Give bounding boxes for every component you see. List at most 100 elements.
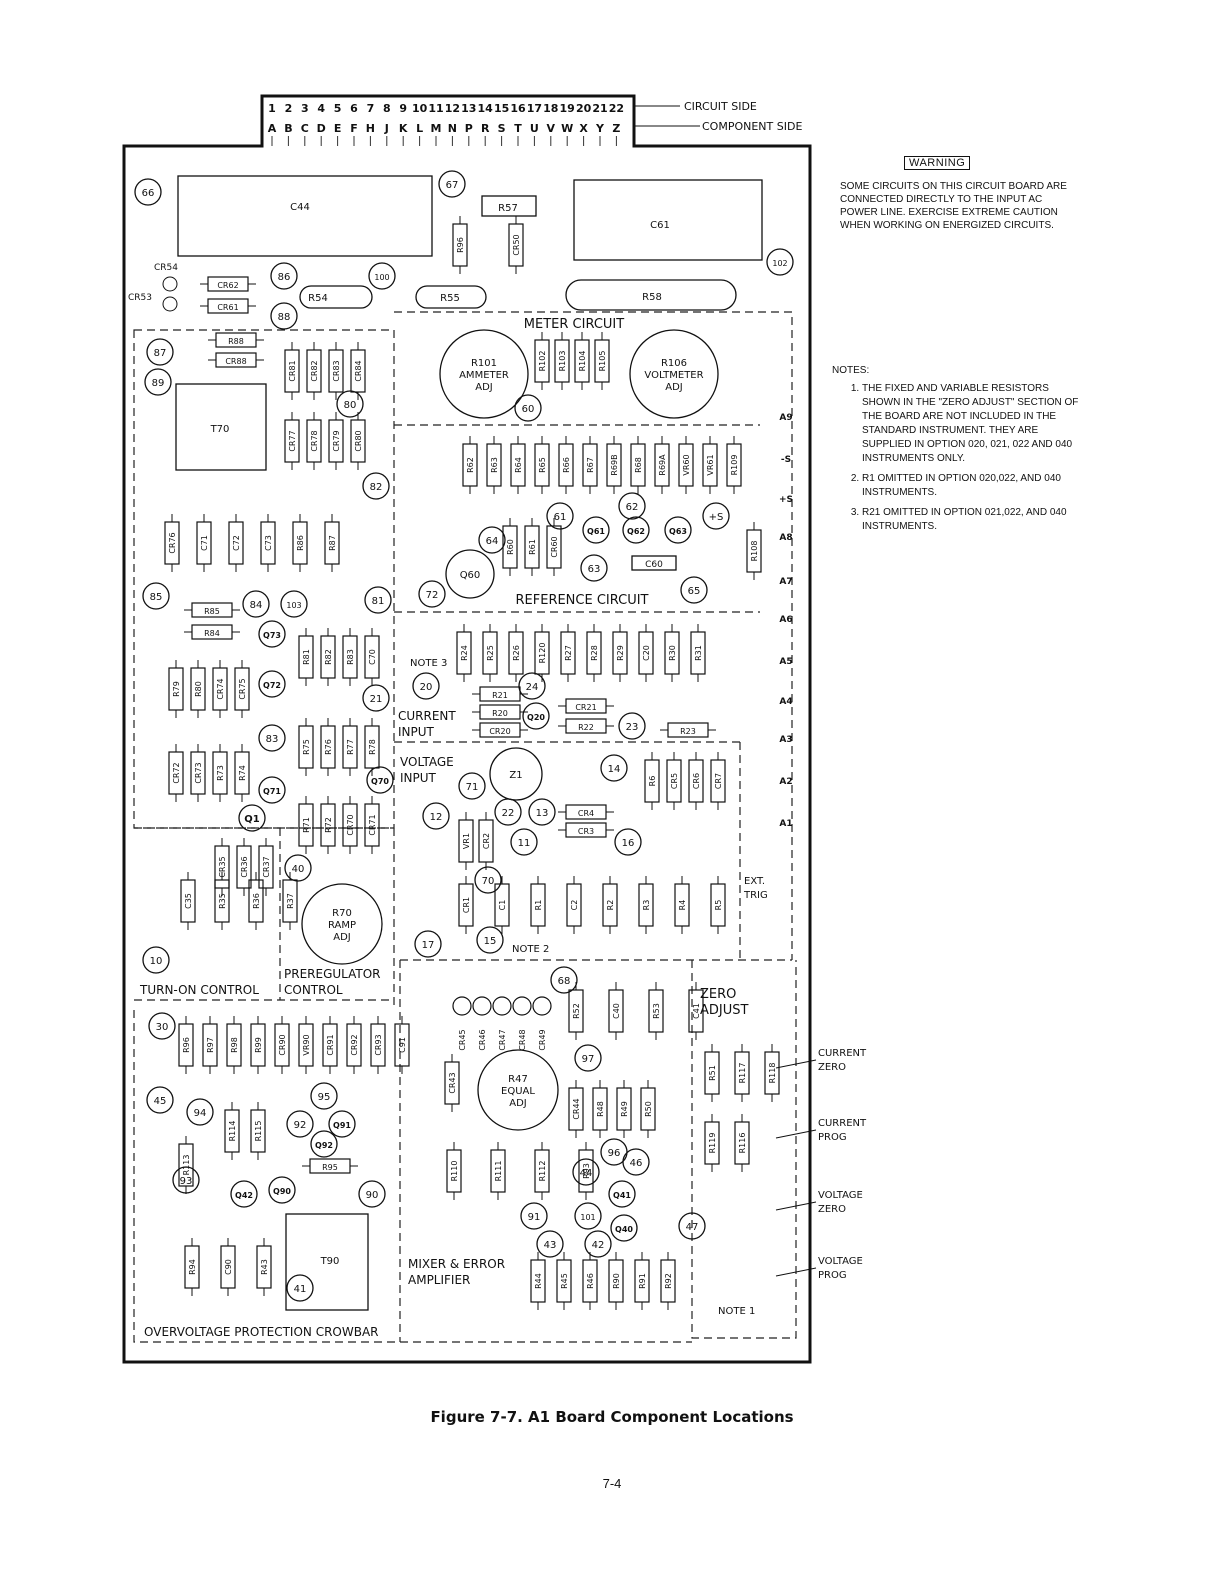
test-point (618, 712, 646, 740)
part-label: R51 (708, 1065, 717, 1081)
current-input-label: INPUT (398, 725, 435, 739)
note3-label: NOTE 3 (410, 658, 447, 669)
zero-adjust-label: ADJUST (700, 1003, 749, 1018)
note-item-2: R1 OMITTED IN OPTION 020,022, AND 040 IN… (862, 472, 1082, 500)
pot-label: Z1 (509, 770, 522, 781)
turn-on-label: TURN-ON CONTROL (139, 983, 259, 997)
pot-circle (439, 329, 529, 419)
test-point-label: Q73 (263, 631, 281, 640)
test-point-label: 13 (536, 808, 549, 819)
connector-pin-component: P (465, 122, 473, 135)
connector-pin-circuit: 21 (592, 102, 607, 115)
side-label: ZERO (818, 1204, 846, 1215)
crowbar-label: OVERVOLTAGE PROTECTION CROWBAR (144, 1325, 379, 1339)
connector-pin-circuit: 10 (412, 102, 428, 115)
cr54-body (162, 276, 178, 292)
part-label: R65 (538, 457, 547, 473)
test-point (510, 828, 538, 856)
part-label: R73 (216, 765, 225, 781)
test-point (580, 554, 608, 582)
diode-body (492, 996, 512, 1016)
edge-terminal-label: A1 (779, 819, 792, 829)
edge-terminal-label: A2 (779, 777, 792, 787)
test-point (270, 302, 298, 330)
part-label: R76 (324, 739, 333, 755)
part-label: R30 (668, 645, 677, 661)
test-point (364, 586, 392, 614)
part-label: CR74 (216, 678, 225, 699)
test-point (258, 620, 286, 648)
side-label: CURRENT (818, 1118, 867, 1129)
part-label: R93 (582, 1163, 591, 1179)
part-label: CR43 (448, 1072, 457, 1093)
test-point (584, 1230, 612, 1258)
connector-pin-circuit: 5 (334, 102, 342, 115)
part-label: R105 (598, 351, 607, 372)
connector-pin-circuit: 7 (367, 102, 375, 115)
test-point-label: 17 (422, 940, 435, 951)
test-point-label: 82 (370, 482, 383, 493)
test-point (310, 1130, 338, 1158)
test-point-label: 71 (466, 782, 479, 793)
test-point-label: 101 (580, 1213, 595, 1222)
part-label: R118 (768, 1063, 777, 1084)
connector-pin-component: F (350, 122, 358, 135)
part-label: R116 (738, 1133, 747, 1154)
part-label: CR70 (346, 814, 355, 835)
part-label: C71 (200, 535, 209, 551)
reference-circuit-label: REFERENCE CIRCUIT (516, 593, 649, 608)
test-point (582, 516, 610, 544)
part-label: CR47 (498, 1029, 507, 1050)
part-label: C41 (692, 1003, 701, 1019)
part-label: R99 (254, 1037, 263, 1053)
part-label: CR72 (172, 762, 181, 783)
edge-terminal-label: A4 (779, 697, 792, 707)
test-point (146, 1086, 174, 1114)
test-point-label: 47 (686, 1222, 699, 1233)
test-point (258, 776, 286, 804)
test-point-label: 60 (522, 404, 535, 415)
connector-pin-component: W (561, 122, 573, 135)
test-point-label: 100 (374, 273, 389, 282)
test-point-label: 92 (294, 1120, 307, 1131)
test-point (422, 802, 450, 830)
test-point-label: +S (709, 512, 724, 523)
part-label: R27 (564, 645, 573, 661)
side-label: PROG (818, 1270, 847, 1281)
part-label: R103 (558, 351, 567, 372)
part-label: R77 (346, 739, 355, 755)
test-point (608, 1180, 636, 1208)
test-point-label: 44 (580, 1168, 593, 1179)
test-point (766, 248, 794, 276)
test-point (146, 338, 174, 366)
part-label: R98 (230, 1037, 239, 1053)
voltage-input-label: VOLTAGE (400, 755, 454, 769)
test-point (328, 1110, 356, 1138)
part-label: R104 (578, 351, 587, 372)
test-point (310, 1082, 338, 1110)
test-point (600, 754, 628, 782)
test-point (572, 1158, 600, 1186)
edge-terminal-label: A3 (779, 735, 792, 745)
test-point (522, 702, 550, 730)
connector-pin-component: S (498, 122, 506, 135)
part-label: CR44 (572, 1098, 581, 1119)
part-label: CR1 (462, 897, 471, 913)
test-point-label: 46 (630, 1158, 643, 1169)
diode-body (452, 996, 472, 1016)
test-point-label: 61 (554, 512, 567, 523)
part-label: R81 (302, 649, 311, 665)
test-point (280, 590, 308, 618)
test-point-label: 63 (588, 564, 601, 575)
transformer-t70 (175, 383, 267, 471)
test-point (574, 1202, 602, 1230)
test-point-label: Q1 (244, 814, 260, 825)
c44-label: C44 (290, 202, 310, 213)
cr53-body (162, 296, 178, 312)
test-point-label: Q42 (235, 1191, 253, 1200)
test-point (438, 170, 466, 198)
pot-circle (445, 549, 495, 599)
part-label: C20 (642, 645, 651, 661)
r58-label: R58 (642, 292, 662, 303)
part-label: R20 (492, 709, 508, 718)
